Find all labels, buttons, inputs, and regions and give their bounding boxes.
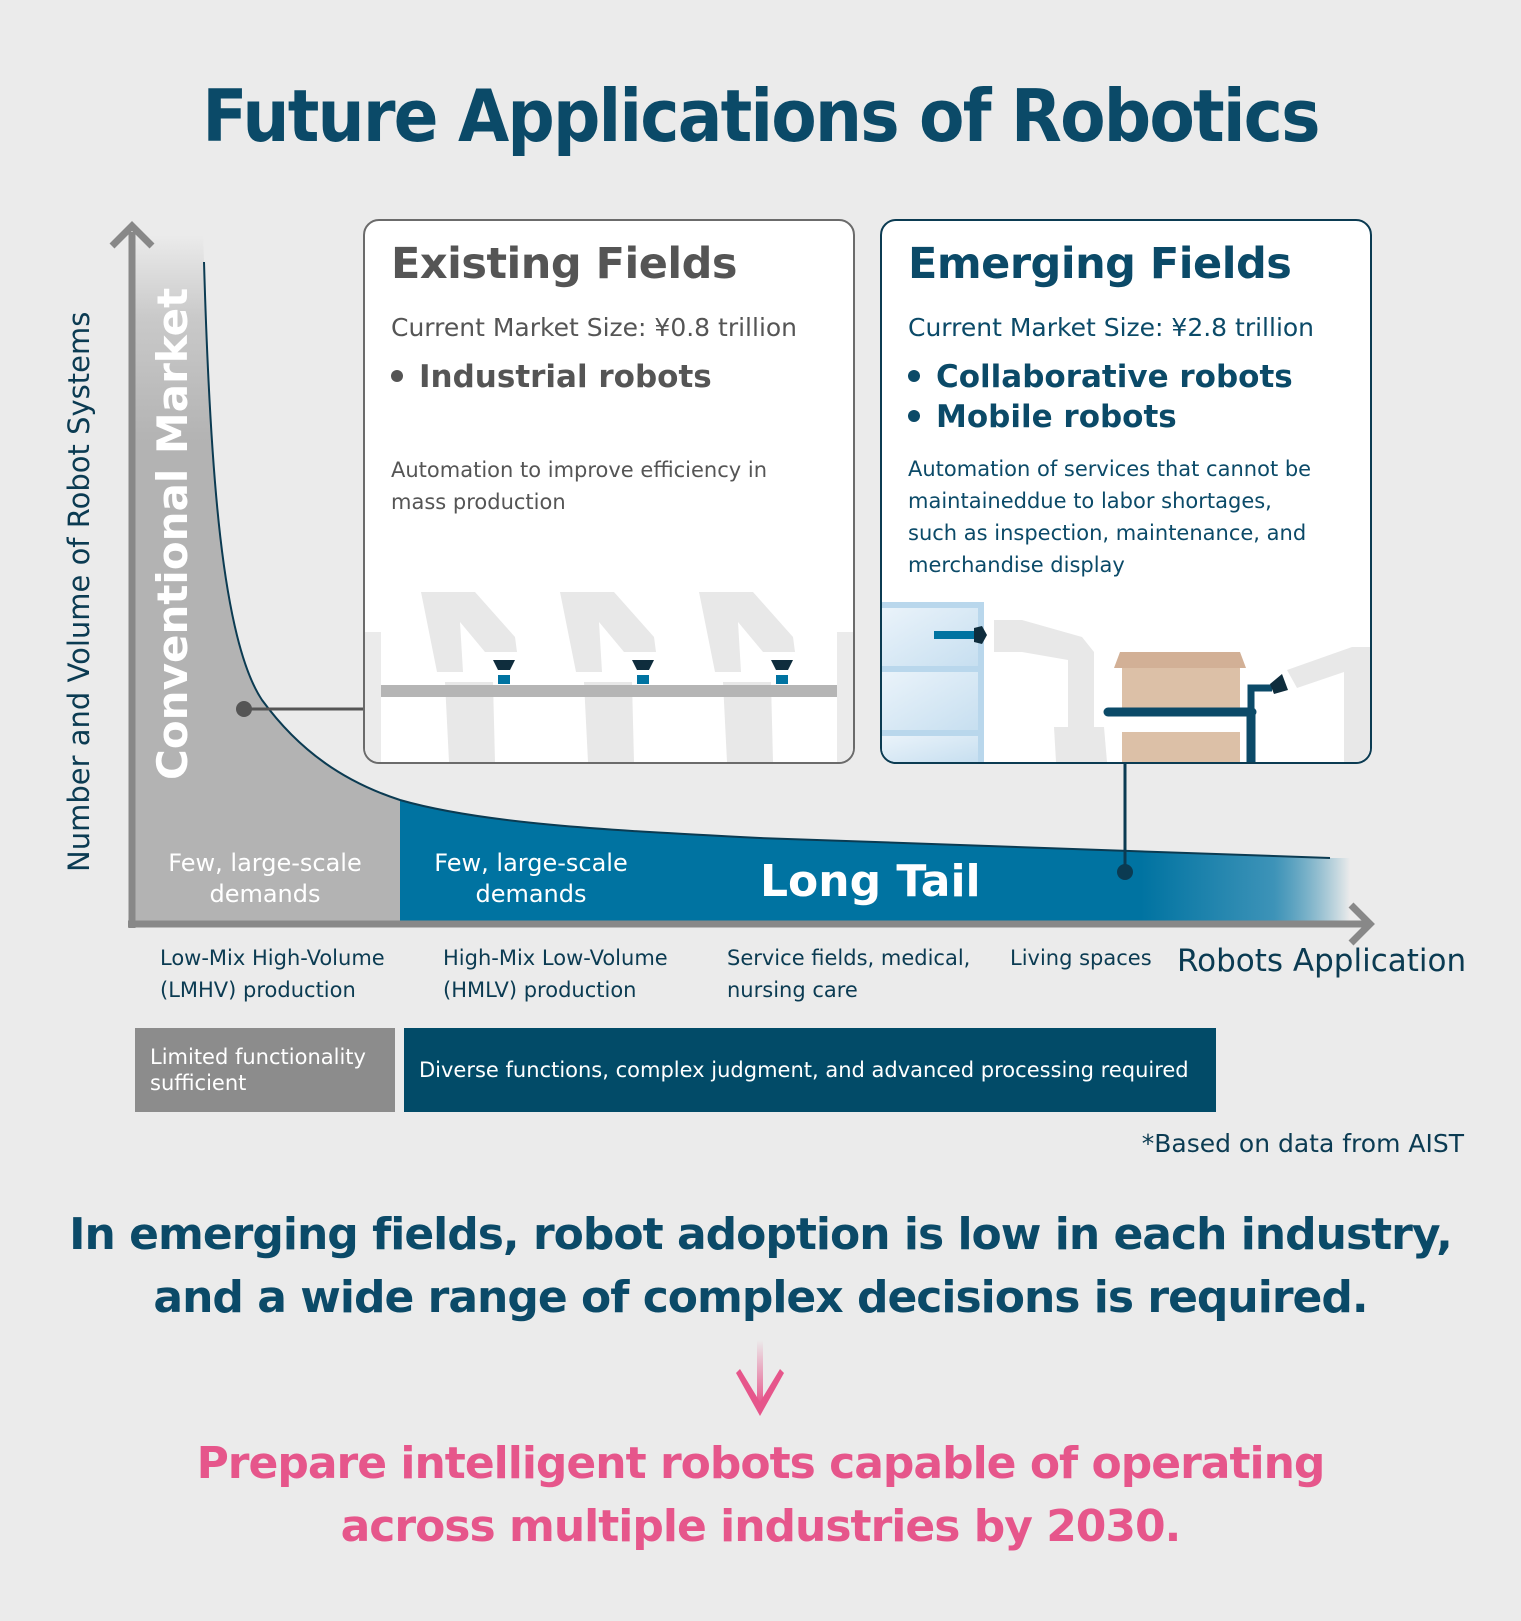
mobile-robot-icon: [1103, 647, 1370, 762]
y-axis-arrow: [109, 221, 155, 249]
existing-market-size: Current Market Size: ¥0.8 trillion: [391, 313, 798, 342]
emerging-description: Automation of services that cannot be ma…: [908, 457, 1312, 577]
y-axis-label: Number and Volume of Robot Systems: [62, 311, 96, 872]
existing-description: Automation to improve efficiency in mass…: [391, 458, 768, 514]
bullet-icon: [908, 369, 920, 382]
bullet-icon: [391, 369, 403, 382]
page-title: Future Applications of Robotics: [202, 74, 1320, 158]
blue-region-label: Few, large-scale demands: [434, 849, 628, 908]
robot-arm-icon: [699, 592, 795, 762]
service-robots-illustration: [882, 602, 1370, 762]
list-item: Collaborative robots: [908, 357, 1293, 397]
emerging-market-size: Current Market Size: ¥2.8 trillion: [908, 313, 1315, 342]
diverse-functions-band: Diverse functions, complex judgment, and…: [404, 1028, 1216, 1112]
long-tail-label: Long Tail: [760, 856, 981, 907]
collaborative-robot-icon: [994, 620, 1107, 762]
list-item: Mobile robots: [908, 397, 1293, 437]
conventional-market-area: [133, 235, 400, 923]
industrial-robots-illustration: [365, 592, 853, 762]
conveyor-belt: [381, 685, 837, 697]
gray-region-label: Few, large-scale demands: [168, 849, 362, 908]
emerging-fields-card: Emerging Fields Current Market Size: ¥2.…: [880, 219, 1372, 764]
limited-functionality-band: Limited functionality sufficient: [135, 1028, 395, 1112]
arrow-down-icon: [736, 1340, 784, 1416]
robot-arm-icon: [421, 592, 517, 762]
emerging-marker-dot: [1117, 864, 1133, 880]
x-category-living: Living spaces: [1010, 946, 1152, 970]
source-note: *Based on data from AIST: [1141, 1129, 1464, 1158]
emerging-list: Collaborative robots Mobile robots: [908, 357, 1293, 437]
conventional-market-label: Conventional Market: [148, 287, 197, 780]
conclusion-text: Prepare intelligent robots capable of op…: [196, 1438, 1326, 1552]
x-axis-label: Robots Application: [1177, 943, 1467, 979]
x-category-hmlv: High-Mix Low-Volume (HMLV) production: [443, 946, 668, 1002]
bullet-icon: [908, 409, 920, 422]
long-tail-area: [400, 800, 1350, 923]
long-tail-curve: [203, 261, 1331, 859]
robot-arm-icon: [560, 592, 656, 762]
summary-text: In emerging fields, robot adoption is lo…: [69, 1209, 1453, 1323]
emerging-heading: Emerging Fields: [908, 239, 1292, 289]
existing-heading: Existing Fields: [391, 239, 738, 289]
list-item: Industrial robots: [391, 357, 712, 397]
x-category-lmhv: Low-Mix High-Volume (LMHV) production: [160, 946, 385, 1002]
shelf-icon: [882, 602, 984, 762]
x-axis-arrow: [1348, 902, 1375, 946]
existing-fields-card: Existing Fields Current Market Size: ¥0.…: [363, 219, 855, 764]
existing-list: Industrial robots: [391, 357, 712, 397]
x-category-service: Service fields, medical, nursing care: [727, 946, 971, 1002]
cardboard-box-icon: [1114, 652, 1246, 762]
